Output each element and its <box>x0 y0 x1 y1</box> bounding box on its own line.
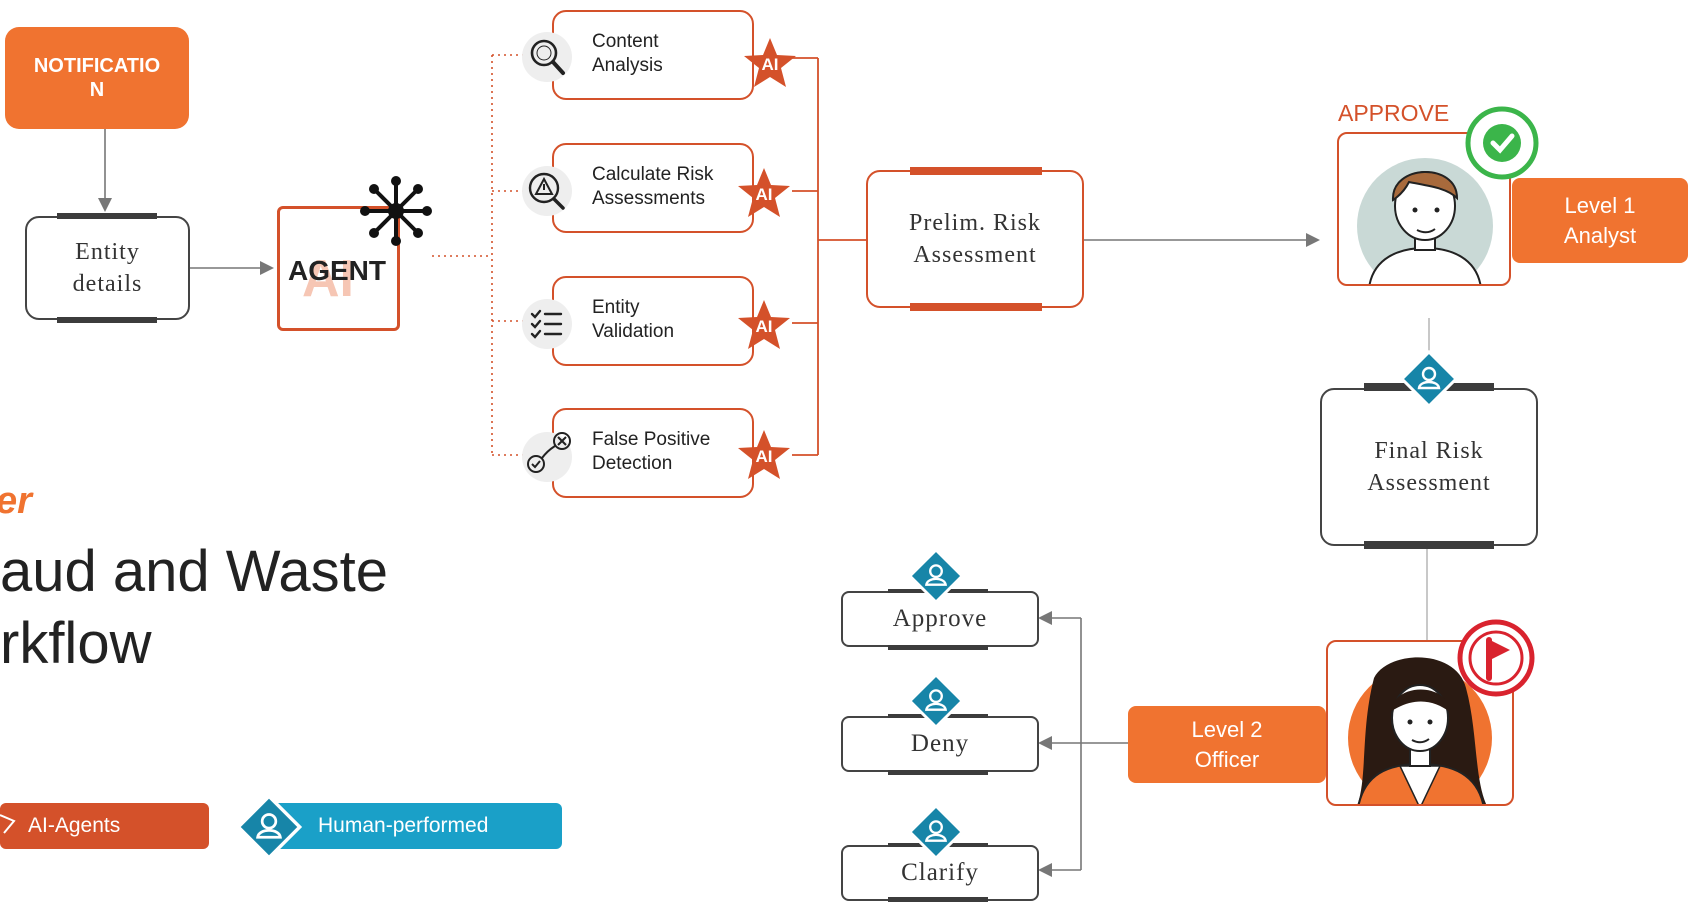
task-line2: Analysis <box>592 55 663 76</box>
entity-details-line2: details <box>72 271 143 297</box>
prelim-top-bar <box>910 167 1042 175</box>
entity-top-bar <box>57 213 157 219</box>
entity-details-box: Entity details <box>25 216 190 320</box>
checklist-icon <box>522 299 572 349</box>
analyst-avatar <box>1357 158 1493 284</box>
outcome-clarify-box: Clarify <box>841 845 1039 901</box>
officer-card <box>1326 640 1514 806</box>
final-line1: Final Risk <box>1374 438 1484 464</box>
ai-badge-label: AI <box>756 185 773 204</box>
approve-check-icon <box>1465 106 1539 180</box>
ai-badge-label: AI <box>756 447 773 466</box>
ai-star-icon <box>0 814 16 834</box>
task-line2: Validation <box>592 321 675 342</box>
approve-label: APPROVE <box>1338 100 1450 126</box>
title-line1: aud and Waste <box>0 539 388 604</box>
final-bottom-bar <box>1364 541 1494 549</box>
outcome-label: Approve <box>892 605 988 632</box>
title-main: aud and Waste rkflow <box>0 536 388 680</box>
title-accent: er <box>0 480 32 522</box>
task-line1: Entity <box>592 297 640 318</box>
notification-label: NOTIFICATION <box>33 55 161 101</box>
ai-badge-icon: AI <box>738 300 790 349</box>
officer-avatar <box>1348 657 1492 804</box>
task-line2: Detection <box>592 453 673 474</box>
entity-details-line1: Entity <box>75 239 140 265</box>
prelim-risk-box: Prelim. Risk Assessment <box>866 170 1084 308</box>
legend-ai-label: AI-Agents <box>28 814 121 837</box>
final-line2: Assessment <box>1367 470 1491 496</box>
legend-human: Human-performed <box>266 803 562 849</box>
warning-search-icon <box>522 166 572 216</box>
task-false-positive: False Positive Detection <box>552 408 754 498</box>
task-line1: False Positive <box>592 429 711 450</box>
flag-icon <box>1457 619 1535 697</box>
prelim-bottom-bar <box>910 303 1042 311</box>
human-diamond-icon <box>236 794 302 860</box>
level2-officer-tag: Level 2 Officer <box>1128 706 1326 783</box>
level1-analyst-tag: Level 1 Analyst <box>1512 178 1688 263</box>
notification-box: NOTIFICATION <box>5 27 189 129</box>
outcome-bottom-bar <box>888 645 988 650</box>
title-line2: rkflow <box>0 611 152 676</box>
task-entity-validation: Entity Validation <box>552 276 754 366</box>
ai-badge-label: AI <box>762 55 779 74</box>
ai-badge-icon: AI <box>738 430 790 479</box>
legend-ai-agents: AI-Agents <box>0 803 209 849</box>
task-line2: Assessments <box>592 188 705 209</box>
outcome-bottom-bar <box>888 770 988 775</box>
agent-network-icon <box>360 176 432 246</box>
final-risk-box: Final Risk Assessment <box>1320 388 1538 546</box>
entity-bottom-bar <box>57 317 157 323</box>
human-diamond-icon <box>908 673 964 729</box>
ai-badge-icon: AI <box>738 168 790 217</box>
magnifier-icon <box>522 32 572 82</box>
ai-badge-label: AI <box>756 317 773 336</box>
task-line1: Calculate Risk <box>592 164 714 185</box>
prelim-line2: Assessment <box>913 242 1037 268</box>
agent-label: AGENT <box>288 255 386 286</box>
level2-line2: Officer <box>1194 746 1260 772</box>
human-diamond-icon <box>908 548 964 604</box>
outcome-approve-box: Approve <box>841 591 1039 647</box>
ai-badge-icon: AI <box>744 38 796 87</box>
agent-watermark: AI <box>302 250 354 308</box>
task-calculate-risk: Calculate Risk Assessments <box>552 143 754 233</box>
outcome-label: Clarify <box>901 859 979 886</box>
level1-line2: Analyst <box>1563 222 1637 248</box>
check-cross-icon <box>522 432 572 482</box>
task-line1: Content <box>592 31 659 52</box>
prelim-line1: Prelim. Risk <box>908 210 1041 236</box>
level2-line1: Level 2 <box>1191 716 1263 742</box>
task-content-analysis: Content Analysis <box>552 10 754 100</box>
legend-human-label: Human-performed <box>318 814 489 837</box>
outcome-bottom-bar <box>888 897 988 902</box>
human-diamond-icon <box>1400 350 1458 408</box>
outcome-label: Deny <box>910 730 970 757</box>
level1-line1: Level 1 <box>1564 192 1636 218</box>
human-diamond-icon <box>908 804 964 860</box>
outcome-deny-box: Deny <box>841 716 1039 772</box>
